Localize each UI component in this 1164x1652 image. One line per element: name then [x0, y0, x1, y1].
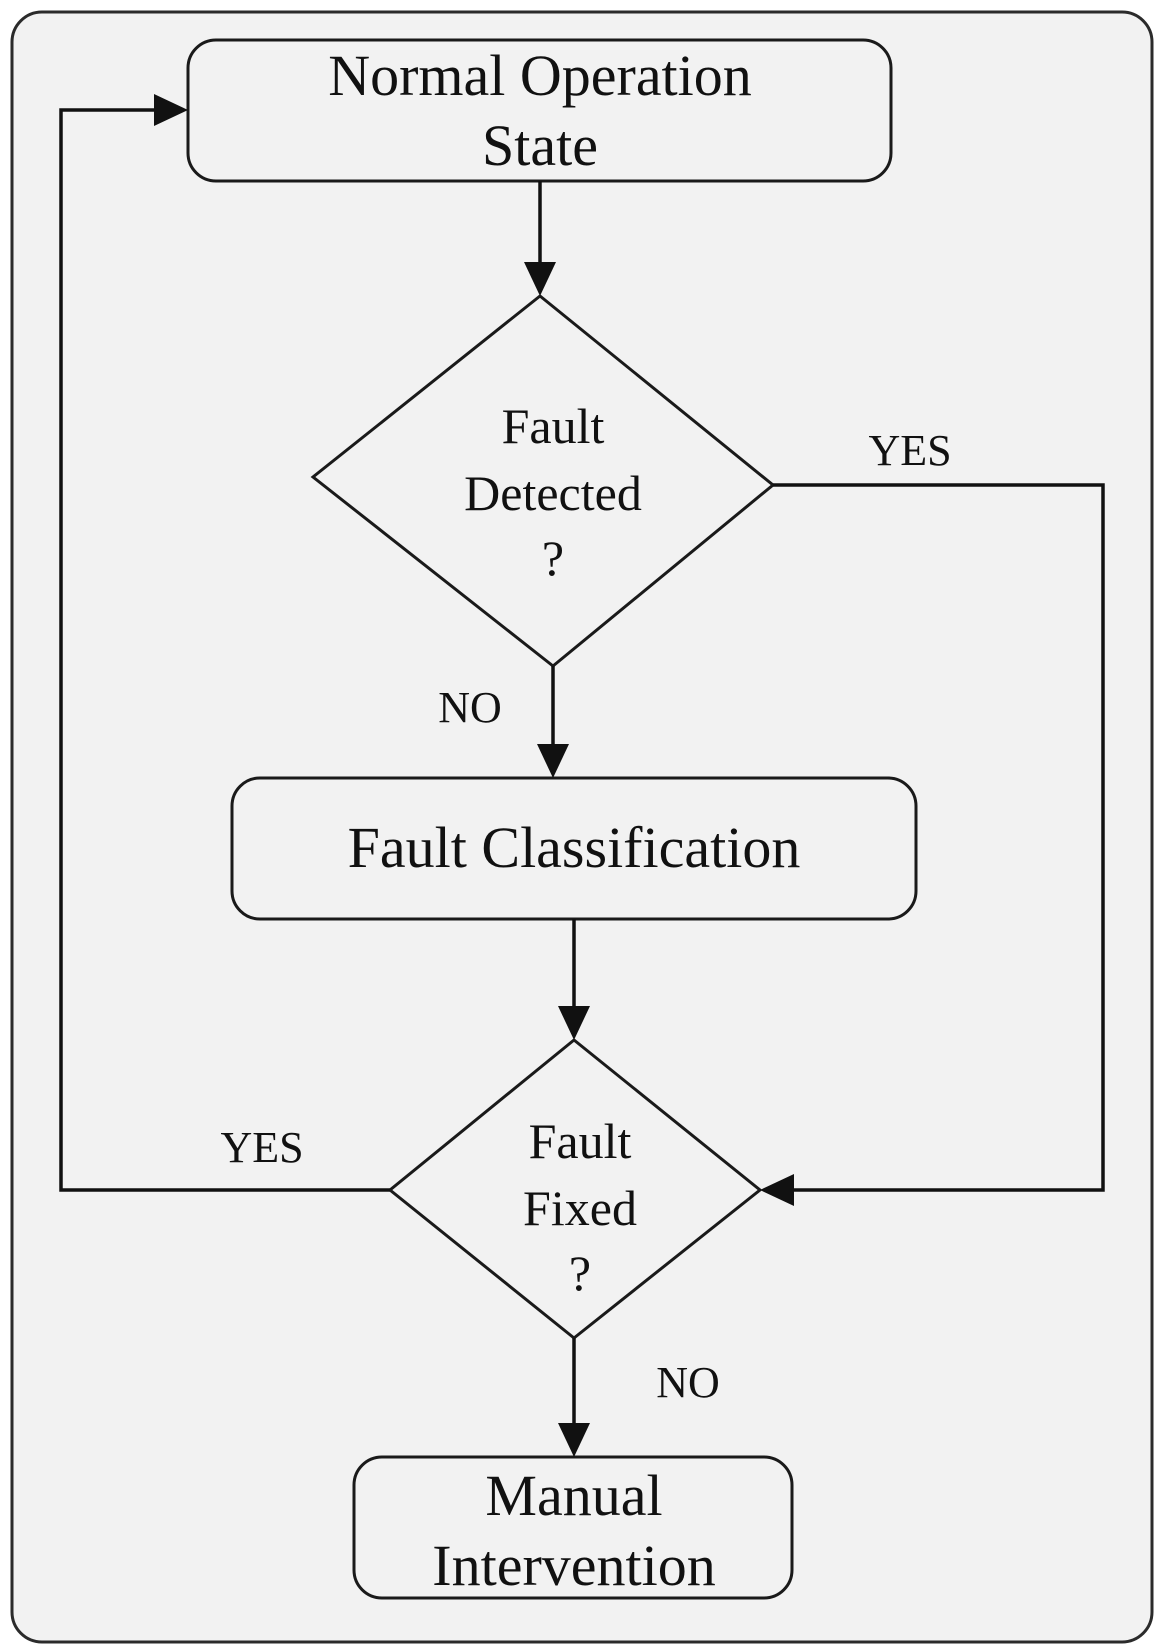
- node-fault-classification: Fault Classification: [230, 776, 918, 921]
- decision-fault-detected-line2: Detected: [464, 465, 642, 521]
- node-fault-classification-label: Fault Classification: [348, 815, 801, 880]
- edge-label-fixed-no: NO: [656, 1358, 720, 1407]
- decision-fault-fixed-line1: Fault: [529, 1113, 632, 1169]
- edge-label-detected-no: NO: [438, 683, 502, 732]
- node-normal-operation-line2: State: [482, 113, 598, 178]
- edge-fixed-no-to-manual: [558, 1338, 590, 1457]
- decision-fault-fixed-line2: Fixed: [523, 1180, 637, 1236]
- decision-fault-detected-line1: Fault: [502, 398, 605, 454]
- decision-fault-detected-line3: ?: [542, 530, 564, 586]
- node-normal-operation-state: Normal Operation State: [186, 38, 893, 183]
- edge-detected-no-to-classification: [537, 666, 569, 778]
- edge-classification-to-fixed: [558, 919, 590, 1040]
- edge-detected-yes-to-fixed: [760, 483, 1105, 1206]
- decision-fault-detected: Fault Detected ?: [310, 294, 776, 668]
- node-manual-intervention-line1: Manual: [485, 1463, 662, 1528]
- edge-label-detected-yes: YES: [868, 426, 951, 475]
- node-manual-intervention: Manual Intervention: [352, 1455, 794, 1600]
- edge-normal-to-detected: [524, 181, 556, 296]
- edge-label-fixed-yes: YES: [220, 1123, 303, 1172]
- decision-fault-fixed-line3: ?: [569, 1245, 591, 1301]
- node-manual-intervention-line2: Intervention: [432, 1533, 715, 1598]
- node-normal-operation-line1: Normal Operation: [328, 43, 752, 108]
- edge-fixed-yes-to-normal: [59, 94, 390, 1192]
